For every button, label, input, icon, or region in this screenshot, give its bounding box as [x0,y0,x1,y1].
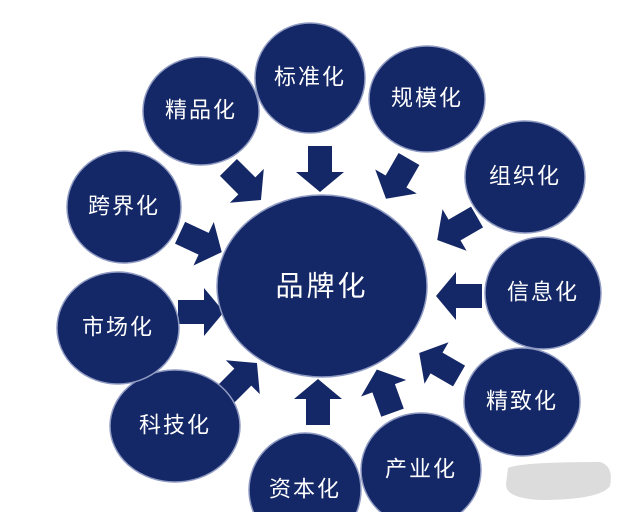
node-circle [248,432,362,512]
arrow-icon [296,146,344,192]
arrow-icon [436,272,482,320]
node-9: 市场化 [56,271,180,385]
node-label: 规模化 [391,87,463,112]
node-label: 资本化 [269,478,341,503]
node-label: 精品化 [165,99,237,124]
node-label: 产业化 [385,458,457,483]
arrow-icon [365,146,430,211]
node-label: 市场化 [82,316,154,341]
node-circle [66,150,182,264]
node-circle [464,120,586,234]
node-5: 精致化 [463,347,581,457]
center-label: 品牌化 [275,270,368,303]
node-label: 组织化 [489,165,561,190]
node-label: 信息化 [507,281,579,306]
node-4: 信息化 [484,236,602,350]
watermark-blur [505,462,611,500]
node-label: 科技化 [139,414,211,439]
node-label: 跨界化 [88,195,160,220]
node-circle [484,236,602,350]
node-circle [109,369,241,483]
node-10: 跨界化 [66,150,182,264]
node-circle [463,347,581,457]
node-circle [368,45,486,153]
node-8: 科技化 [109,369,241,483]
node-11: 精品化 [142,56,260,166]
arrow-icon [294,379,342,425]
center-circle [216,194,428,378]
node-circle [56,271,180,385]
node-label: 标准化 [274,66,346,91]
node-circle [360,412,482,512]
node-3: 组织化 [464,120,586,234]
node-label: 精致化 [486,390,558,415]
center-node: 品牌化 [216,194,428,378]
node-6: 产业化 [360,412,482,512]
node-1: 标准化 [254,22,366,134]
node-2: 规模化 [368,45,486,153]
node-7: 资本化 [248,432,362,512]
arrow-icon [407,332,472,397]
node-circle [142,56,260,166]
node-circle [254,22,366,134]
